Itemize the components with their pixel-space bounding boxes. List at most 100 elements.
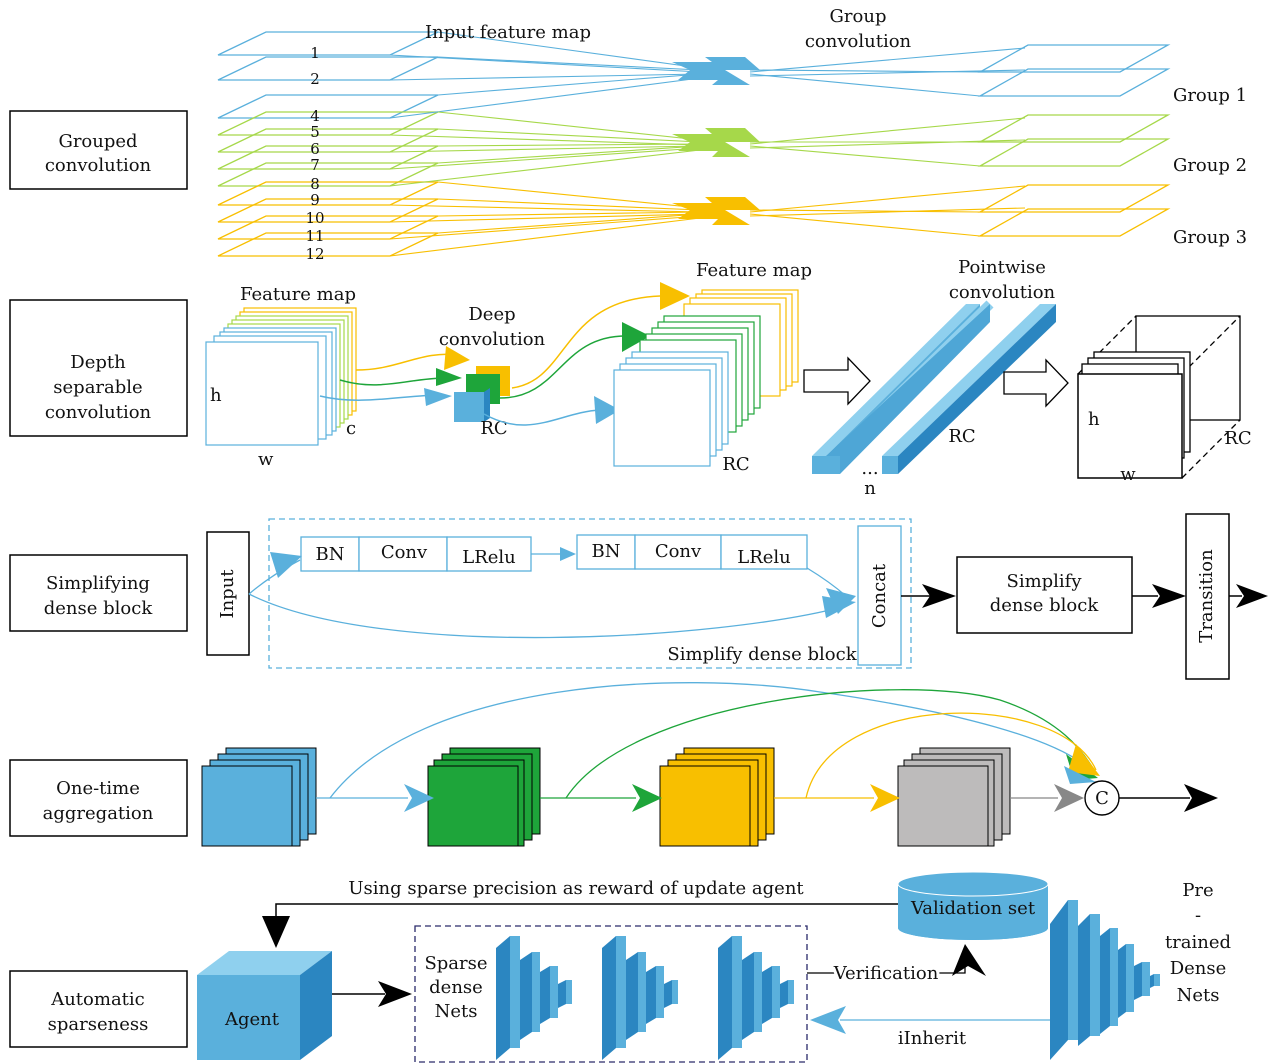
svg-text:sparseness: sparseness bbox=[48, 1014, 149, 1035]
layer-number: 12 bbox=[305, 245, 324, 263]
verification-label: Verification bbox=[833, 963, 939, 984]
svg-text:dense: dense bbox=[429, 977, 483, 998]
ellipsis: ... bbox=[861, 458, 878, 479]
out-w-label: w bbox=[1120, 464, 1136, 485]
svg-text:Automatic: Automatic bbox=[50, 989, 145, 1010]
sparse-nets-frame bbox=[414, 925, 808, 1063]
svg-text:Sparse: Sparse bbox=[424, 953, 487, 974]
agent-label: Agent bbox=[224, 1009, 280, 1030]
output-cube bbox=[1077, 315, 1241, 479]
group-2-label: Group 2 bbox=[1173, 155, 1247, 176]
sparse-net-3 bbox=[718, 936, 794, 1060]
group-3-label: Group 3 bbox=[1173, 227, 1247, 248]
svg-text:dense block: dense block bbox=[44, 598, 154, 619]
input-slices-group3 bbox=[217, 181, 439, 257]
lrelu-2: LRelu bbox=[737, 547, 791, 568]
layer-number: 4 bbox=[310, 107, 320, 125]
layer-number: 9 bbox=[310, 191, 320, 209]
layer-group-1 bbox=[300, 536, 532, 572]
out-rc-label: RC bbox=[1224, 428, 1251, 449]
svg-text:convolution: convolution bbox=[439, 329, 546, 350]
pretrained-label: Pre bbox=[1182, 880, 1213, 901]
layer-number: 2 bbox=[310, 70, 320, 88]
pointwise-bars bbox=[812, 300, 1056, 474]
automatic-sparseness-diagram: Using sparse precision as reward of upda… bbox=[197, 871, 1231, 1063]
dense-block-dashed-frame bbox=[268, 518, 912, 669]
layer-group-2 bbox=[576, 534, 808, 570]
dense-block-caption: Simplify dense block bbox=[667, 644, 857, 665]
input-slices-group1 bbox=[217, 31, 439, 119]
deep-conv-kernel bbox=[454, 366, 510, 422]
aggregation-orange-stack bbox=[659, 747, 775, 847]
rc-small-label: RC bbox=[480, 418, 507, 439]
svg-text:Grouped: Grouped bbox=[58, 131, 137, 152]
hollow-arrow-2 bbox=[1003, 358, 1069, 408]
svg-text:Transition: Transition bbox=[1196, 549, 1217, 643]
feature-map-right-title: Feature map bbox=[696, 260, 812, 281]
sparse-net-2 bbox=[602, 936, 678, 1060]
layer-number: 7 bbox=[310, 156, 320, 174]
validation-set-label: Validation set bbox=[910, 898, 1036, 919]
rc-bar-label: RC bbox=[948, 426, 975, 447]
svg-text:trained: trained bbox=[1165, 932, 1231, 953]
grouped-convolution-diagram: 1 2 4 5 6 7 8 9 10 11 12 Input feature m… bbox=[217, 6, 1247, 263]
simplifying-dense-diagram: Input BN Conv LRelu BN Conv LRelu Concat… bbox=[206, 513, 1268, 680]
conv-2: Conv bbox=[655, 541, 702, 562]
bn-2: BN bbox=[592, 541, 621, 562]
agent-cube bbox=[197, 951, 332, 1060]
svg-text:Concat: Concat bbox=[869, 563, 890, 628]
simplify-dense-box bbox=[956, 556, 1133, 634]
input-slices-group2 bbox=[217, 111, 439, 187]
hollow-arrow-1 bbox=[803, 356, 871, 406]
dim-c-label: c bbox=[346, 418, 356, 439]
svg-text:Simplifying: Simplifying bbox=[46, 573, 150, 594]
row-label-grouped: Grouped convolution bbox=[9, 110, 188, 190]
aggregation-blue-stack bbox=[201, 747, 317, 847]
svg-text:Simplify: Simplify bbox=[1006, 571, 1082, 592]
svg-text:convolution: convolution bbox=[45, 155, 152, 176]
svg-text:C: C bbox=[1095, 788, 1109, 809]
layer-number: 11 bbox=[305, 227, 324, 245]
rc-mid-label: RC bbox=[722, 454, 749, 475]
layer-number: 10 bbox=[305, 209, 324, 227]
input-box bbox=[206, 531, 250, 656]
aggregation-green-stack bbox=[427, 747, 541, 847]
deep-conv-title: Deep bbox=[468, 304, 515, 325]
validation-set-cylinder bbox=[897, 871, 1049, 940]
group3-kernel bbox=[672, 197, 760, 225]
dim-h-label: h bbox=[210, 385, 222, 406]
row-label-sparseness: Automatic sparseness bbox=[9, 970, 188, 1048]
out-h-label: h bbox=[1088, 409, 1100, 430]
svg-text:One-time: One-time bbox=[56, 778, 140, 799]
row-label-simplifying: Simplifying dense block bbox=[9, 554, 188, 632]
layer-number: 5 bbox=[310, 123, 320, 141]
svg-text:convolution: convolution bbox=[805, 31, 912, 52]
right-feature-map-stack bbox=[613, 289, 799, 467]
feature-map-left-title: Feature map bbox=[240, 284, 356, 305]
group-convolution-title: Group bbox=[830, 6, 887, 27]
inherit-label: iInherit bbox=[898, 1028, 967, 1049]
row-label-aggregation: One-time aggregation bbox=[9, 759, 188, 837]
layer-number: 6 bbox=[310, 140, 320, 158]
svg-text:convolution: convolution bbox=[949, 282, 1056, 303]
reward-label: Using sparse precision as reward of upda… bbox=[348, 878, 804, 899]
concat-box bbox=[857, 525, 902, 666]
svg-text:-: - bbox=[1195, 905, 1201, 926]
svg-text:aggregation: aggregation bbox=[43, 803, 154, 824]
svg-text:Input: Input bbox=[217, 569, 238, 619]
depth-separable-diagram: h w c Feature map Deep convolution RC bbox=[205, 257, 1252, 499]
bn-1: BN bbox=[316, 544, 345, 565]
svg-text:convolution: convolution bbox=[45, 402, 152, 423]
svg-text:Nets: Nets bbox=[1177, 985, 1220, 1006]
one-time-aggregation-diagram: C bbox=[201, 682, 1218, 847]
group2-kernel bbox=[672, 128, 760, 157]
n-label: n bbox=[864, 478, 876, 499]
pretrained-dense-net bbox=[1050, 900, 1160, 1060]
lrelu-1: LRelu bbox=[462, 547, 516, 568]
layer-number: 1 bbox=[310, 44, 320, 62]
layer-number: 8 bbox=[310, 175, 320, 193]
row-label-depth: Depth separable convolution bbox=[9, 299, 188, 437]
group1-kernel bbox=[672, 57, 760, 85]
left-feature-map-stack bbox=[205, 307, 357, 446]
sparse-net-1 bbox=[496, 936, 572, 1060]
